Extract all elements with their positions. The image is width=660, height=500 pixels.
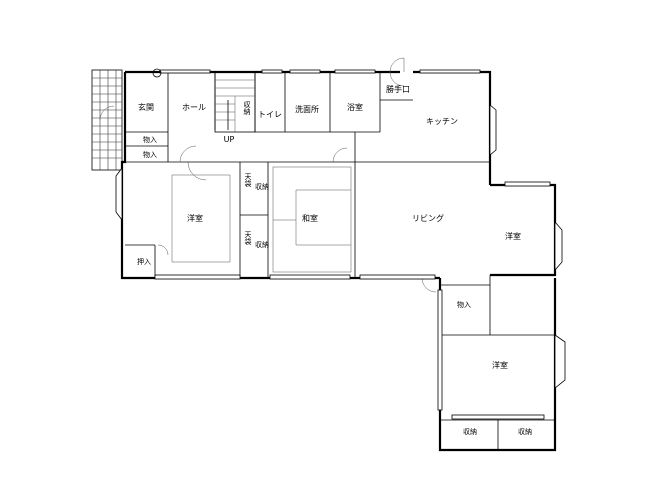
label-back-door: 勝手口 <box>386 84 410 94</box>
staircase <box>214 71 256 133</box>
tatami-layout <box>272 166 352 273</box>
label-stairs-up: UP <box>224 135 235 144</box>
doors <box>99 57 437 293</box>
label-closet-3: 押入 <box>137 257 151 266</box>
label-closet-5: 収納 <box>518 427 532 436</box>
label-storage-1: 物入 <box>143 135 157 144</box>
label-small-2: 天袋 <box>244 231 252 246</box>
windows <box>115 68 566 420</box>
label-storage-3: 物入 <box>457 300 471 309</box>
label-living: リビング <box>412 213 444 223</box>
room-labels: 玄関 ホール トイレ 洗面所 浴室 勝手口 キッチン 物入 物入 UP 収納 洋… <box>137 84 532 436</box>
label-closet-4: 収納 <box>463 427 477 436</box>
label-japanese-room: 和室 <box>302 213 318 223</box>
label-storage-2: 物入 <box>143 150 157 159</box>
label-shelf: 収納 <box>243 101 251 116</box>
label-western-room-2: 洋室 <box>505 231 521 241</box>
label-closet-1: 収納 <box>255 182 269 191</box>
label-closet-2: 収納 <box>255 240 269 249</box>
label-small-1: 天袋 <box>244 173 252 188</box>
label-washroom: 洗面所 <box>295 104 319 114</box>
label-kitchen: キッチン <box>426 117 458 126</box>
label-hall: ホール <box>182 103 206 112</box>
label-genkan: 玄関 <box>138 102 154 112</box>
label-western-room-1: 洋室 <box>187 213 203 223</box>
label-western-room-3: 洋室 <box>492 360 508 370</box>
label-toilet: トイレ <box>258 110 282 119</box>
western-room-1-inner <box>171 174 231 263</box>
label-bath: 浴室 <box>347 102 363 112</box>
entrance-porch-tiles <box>91 69 123 171</box>
